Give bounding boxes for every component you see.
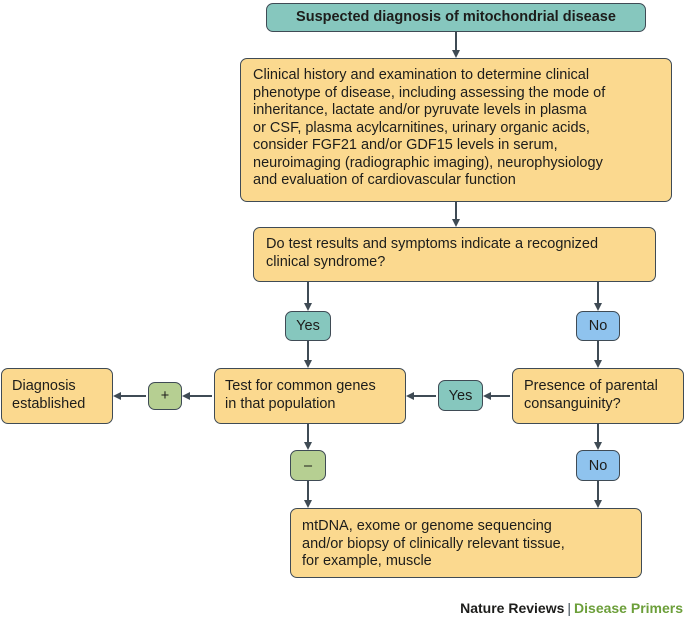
yes-label: Yes xyxy=(448,387,473,404)
footer-separator: | xyxy=(567,600,572,616)
no-label: No xyxy=(588,318,608,334)
publisher-name: Nature Reviews xyxy=(460,600,565,616)
clinical-history-box: Clinical history and examination to dete… xyxy=(240,58,672,202)
clinical-history-line: consider FGF21 and/or GDF15 levels in se… xyxy=(253,137,558,153)
syndrome-question-box: Do test results and symptoms indicate a … xyxy=(253,227,656,282)
yes-badge-consanguinity: Yes xyxy=(438,380,483,411)
diagnosis-line: established xyxy=(12,395,86,412)
clinical-history-line: inheritance, lactate and/or pyruvate lev… xyxy=(253,102,587,118)
clinical-history-line: Clinical history and examination to dete… xyxy=(253,67,590,83)
plus-label: + xyxy=(160,388,170,404)
yes-badge-syndrome: Yes xyxy=(285,311,331,341)
test-common-genes-line: Test for common genes xyxy=(225,378,376,394)
diagnosis-line: Diagnosis xyxy=(12,378,76,394)
syndrome-question-line: Do test results and symptoms indicate a … xyxy=(266,236,599,252)
sequencing-box: mtDNA, exome or genome sequencing and/or… xyxy=(290,508,642,578)
footer-credit: Nature Reviews|Disease Primers xyxy=(460,600,683,616)
yes-label: Yes xyxy=(296,318,320,334)
start-label: Suspected diagnosis of mitochondrial dis… xyxy=(296,8,616,25)
start-box: Suspected diagnosis of mitochondrial dis… xyxy=(266,3,646,32)
consanguinity-line: consanguinity? xyxy=(524,395,621,412)
clinical-history-line: and evaluation of cardiovascular functio… xyxy=(253,172,516,188)
syndrome-question-line: clinical syndrome? xyxy=(266,253,386,270)
plus-badge: + xyxy=(148,382,182,410)
test-common-genes-line: in that population xyxy=(225,395,336,412)
no-badge-consanguinity: No xyxy=(576,450,620,481)
sequencing-line: for example, muscle xyxy=(302,553,432,569)
journal-name: Disease Primers xyxy=(574,600,683,616)
diagnosis-established-box: Diagnosis established xyxy=(1,368,113,424)
clinical-history-line: or CSF, plasma acylcarnitines, urinary o… xyxy=(253,119,590,136)
clinical-history-line: neuroimaging (radiographic imaging), neu… xyxy=(253,154,603,171)
test-common-genes-box: Test for common genes in that population xyxy=(214,368,406,424)
sequencing-line: mtDNA, exome or genome sequencing xyxy=(302,518,552,534)
no-badge-syndrome: No xyxy=(576,311,620,341)
no-label: No xyxy=(588,457,608,474)
parental-consanguinity-box: Presence of parental consanguinity? xyxy=(512,368,684,424)
minus-label: – xyxy=(303,457,313,474)
sequencing-line: and/or biopsy of clinically relevant tis… xyxy=(302,535,565,552)
clinical-history-line: phenotype of disease, including assessin… xyxy=(253,84,606,101)
minus-badge: – xyxy=(290,450,326,481)
consanguinity-line: Presence of parental xyxy=(524,378,658,394)
